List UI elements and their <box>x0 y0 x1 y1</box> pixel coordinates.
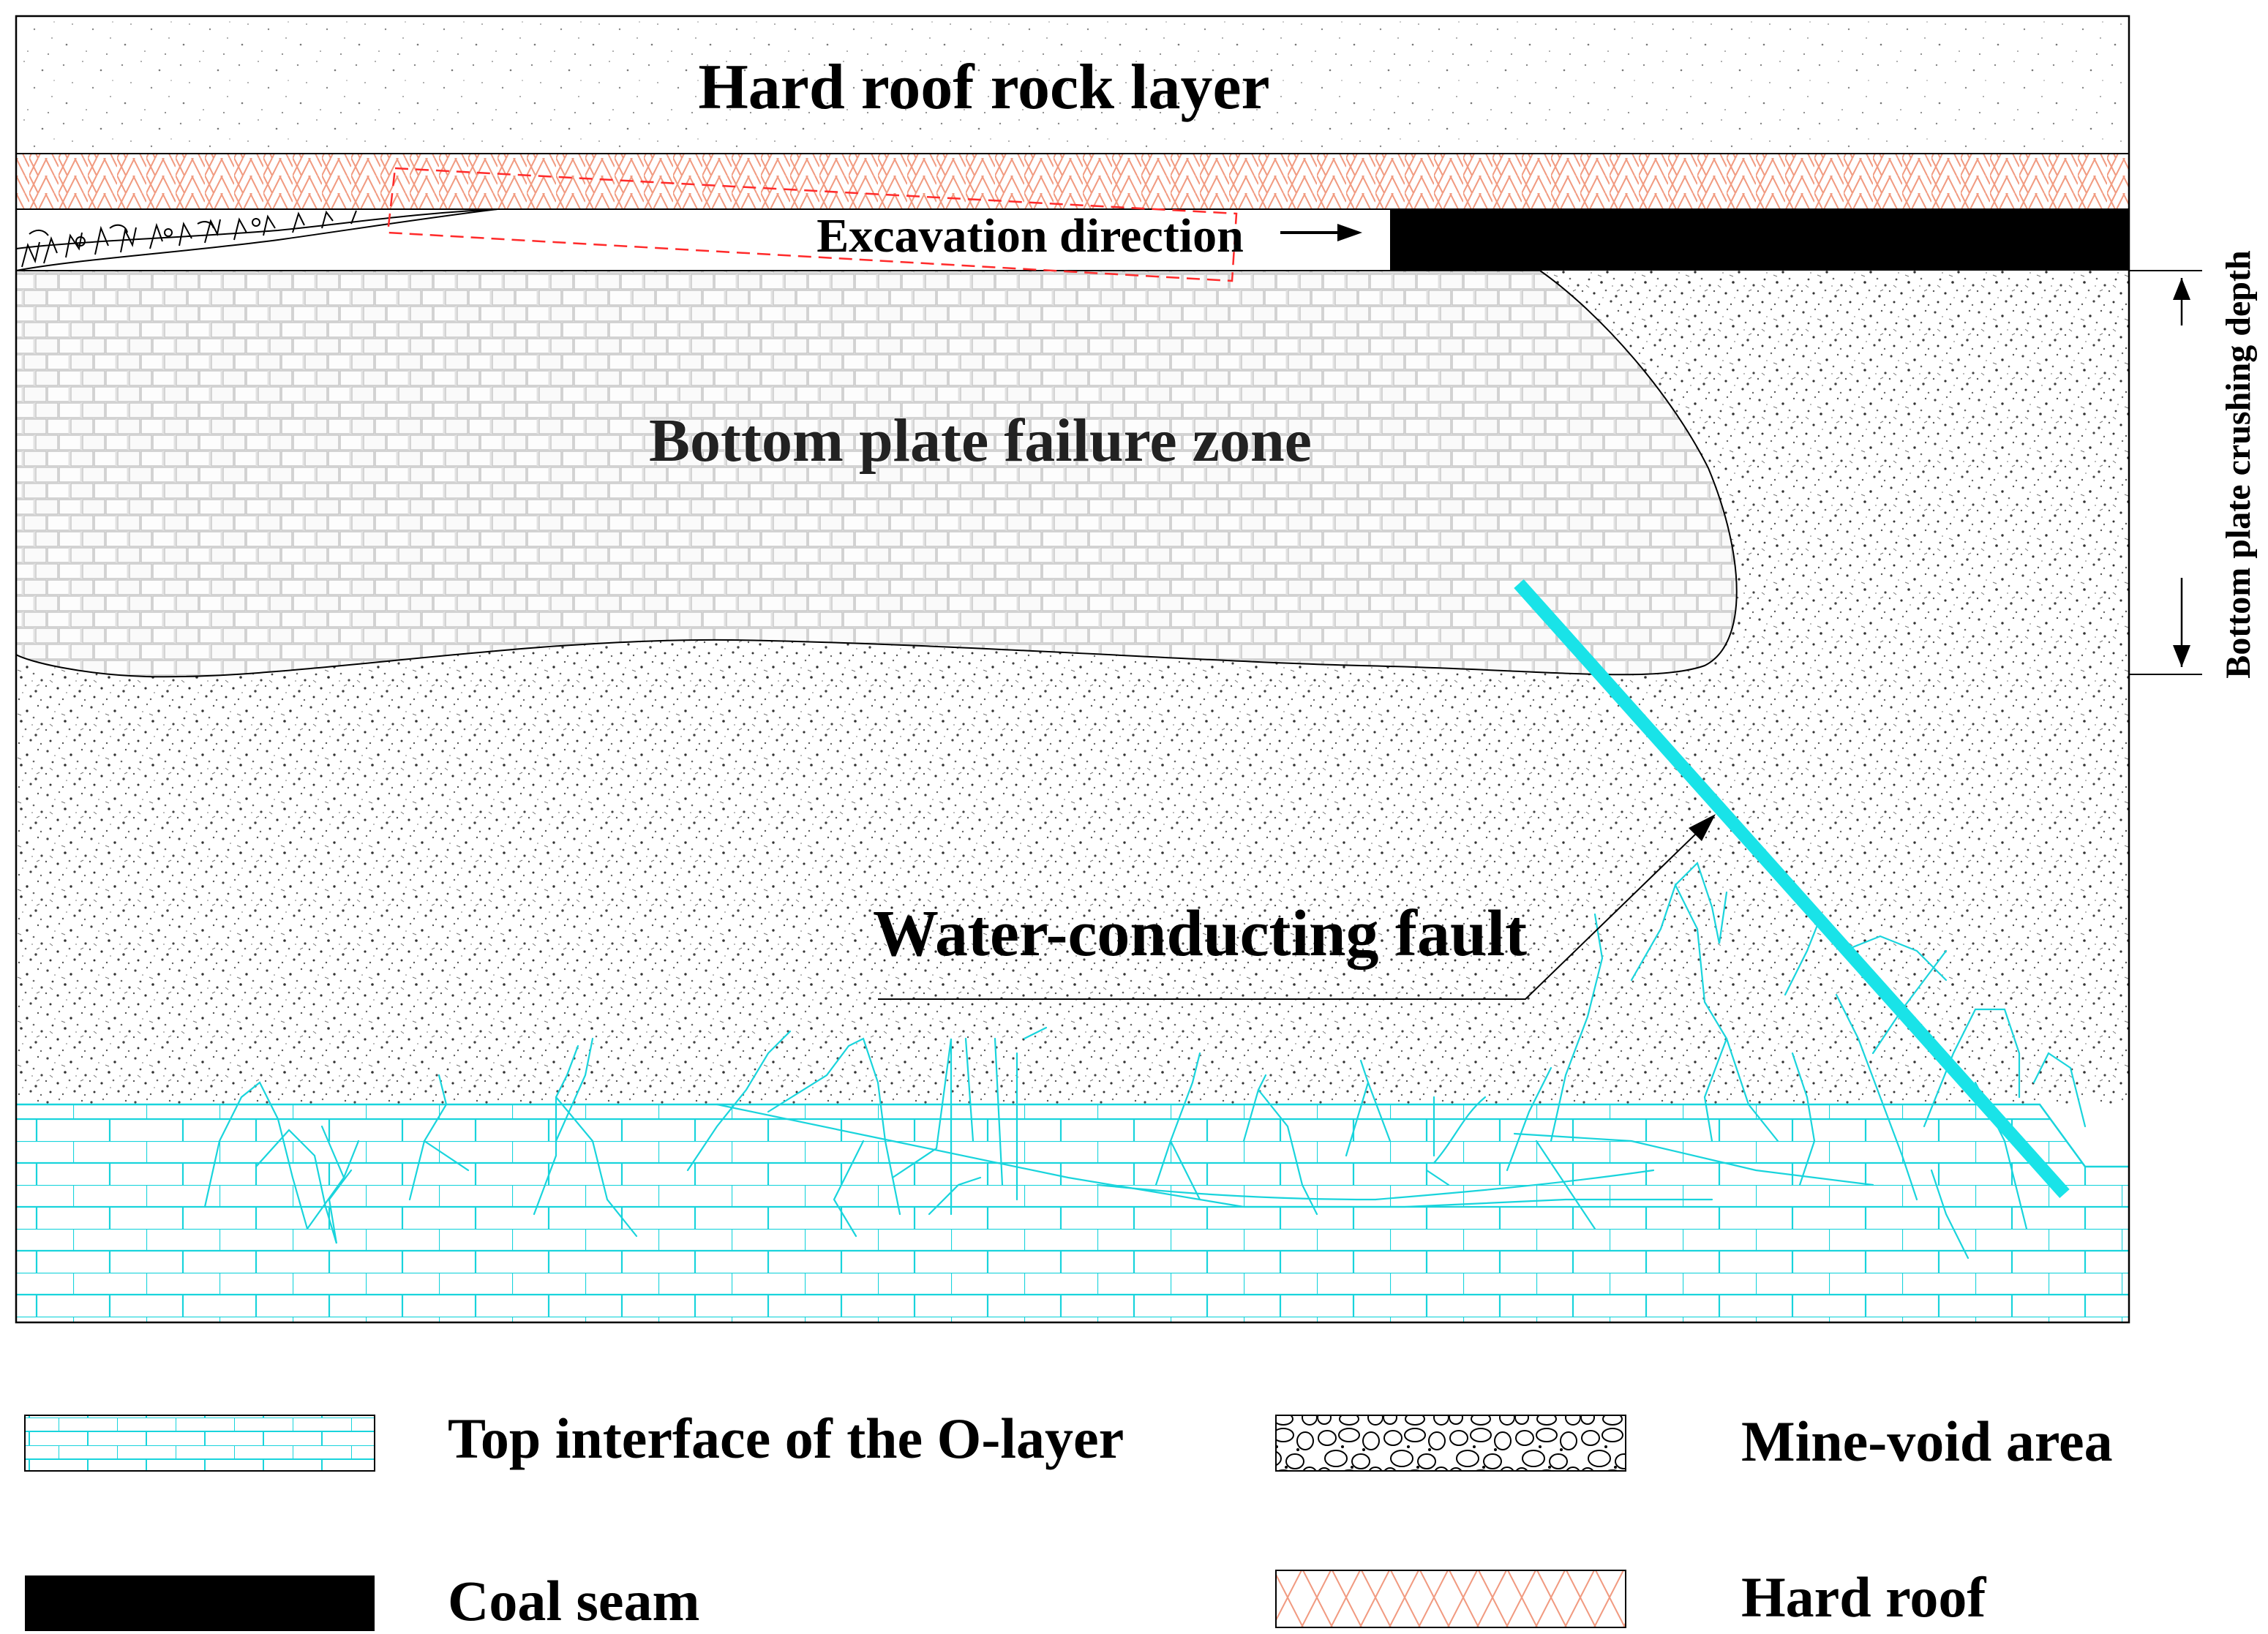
legend-item-o-layer: Top interface of the O-layer <box>24 1407 1124 1472</box>
water-conducting-fault-line <box>1514 579 2070 1199</box>
previous-working-face-outline <box>386 167 1238 282</box>
excavation-direction-label: Excavation direction <box>816 209 1244 263</box>
legend-item-coal-seam: Coal seam <box>25 1569 699 1633</box>
legend-item-hard-roof: Hard roof <box>1275 1565 1986 1629</box>
crushing-depth-dimension: Bottom plate crushing depth <box>2129 250 2258 679</box>
hard-roof-rock-layer <box>15 15 2130 154</box>
water-inrush-fractures <box>203 861 2087 1260</box>
bottom-plate-crushing-depth-label: Bottom plate crushing depth <box>2219 250 2258 678</box>
legend-o-layer-label: Top interface of the O-layer <box>448 1407 1124 1470</box>
legend-item-mine-void: Mine-void area <box>1275 1409 2113 1473</box>
legend-mine-void-label: Mine-void area <box>1741 1409 2113 1473</box>
legend-hard-roof-label: Hard roof <box>1741 1565 1986 1629</box>
hard-roof-rock-layer-label: Hard roof rock layer <box>698 52 1269 123</box>
legend-coal-seam-label: Coal seam <box>448 1569 699 1633</box>
fault-leader-arrow <box>878 814 1716 1000</box>
bottom-plate-failure-zone-label: Bottom plate failure zone <box>649 407 1312 475</box>
legend: Top interface of the O-layer Mine-void a… <box>24 1407 2113 1633</box>
water-conducting-fault-label: Water-conducting fault <box>873 897 1527 970</box>
o-layer-top-interface <box>16 1104 2129 1322</box>
caved-rock-fragments <box>21 210 357 268</box>
coal-seam-block <box>1390 209 2129 271</box>
excavation-direction-arrow <box>1280 224 1362 241</box>
cross-section: Hard roof rock layer Excavation directio… <box>15 15 2130 1324</box>
bottom-plate-failure-zone <box>15 270 1738 678</box>
hard-roof-layer <box>15 153 2130 210</box>
